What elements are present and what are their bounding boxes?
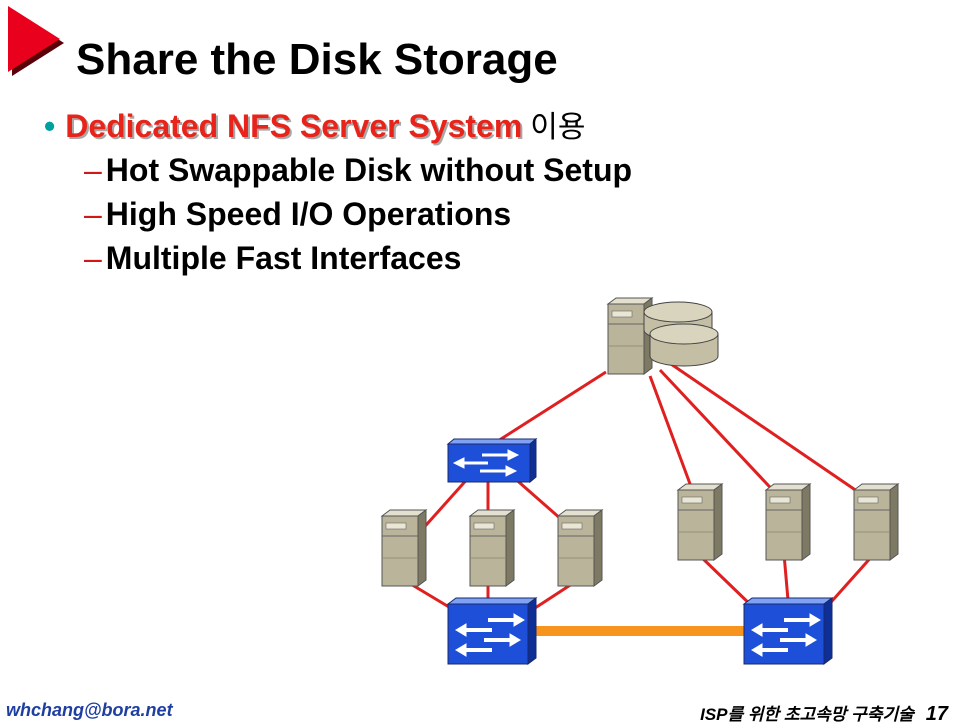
sub-item: –High Speed I/O Operations [84,192,511,236]
server-icon [557,509,603,587]
sub-dash: – [84,152,102,188]
server-icon [469,509,515,587]
sub-item-text: High Speed I/O Operations [105,196,512,232]
sub-item-text: Hot Swappable Disk without Setup [105,152,633,188]
sub-dash: – [84,196,102,232]
server-icon [677,483,723,561]
slide-marker-icon [8,6,64,76]
switch-icon [742,596,834,666]
bullet-highlight: Dedicated NFS Server System [65,108,523,144]
page-number: 17 [925,703,948,725]
footer-course: ISP를 위한 초고속망 구축기술 17 [700,700,948,726]
server-icon [853,483,899,561]
bullet-suffix: 이용 [530,110,586,145]
page-title: Share the Disk Storage [76,35,558,84]
sub-dash: – [84,240,102,276]
server-icon [381,509,427,587]
footer-course-title: ISP를 위한 초고속망 구축기술 [700,705,914,724]
sub-item: –Multiple Fast Interfaces [84,236,461,280]
bullet-dot-icon: • [44,108,56,144]
disk-stack-icon [643,301,719,367]
footer-email: whchang@bora.net [6,700,173,720]
sub-item: –Hot Swappable Disk without Setup [84,148,632,192]
switch-icon [446,437,538,484]
sub-item-text: Multiple Fast Interfaces [105,240,462,276]
server-icon [765,483,811,561]
switch-icon [446,596,538,666]
